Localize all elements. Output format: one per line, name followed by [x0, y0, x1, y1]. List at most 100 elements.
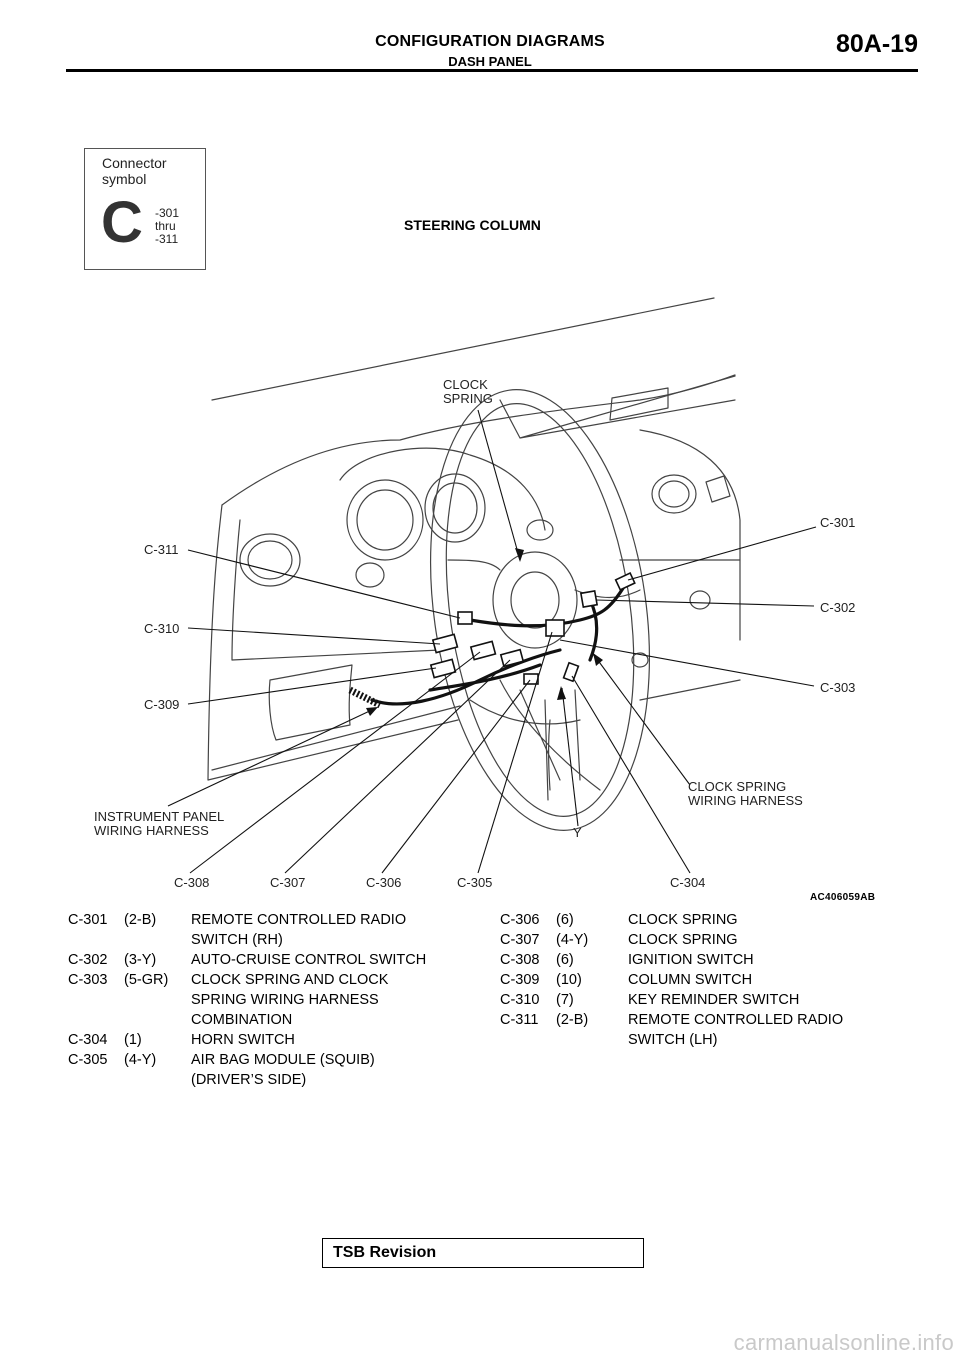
callout-clock-spring-line2: SPRING: [443, 391, 493, 406]
callout-c304: C-304: [670, 875, 706, 890]
callout-ip-harness-line1: INSTRUMENT PANEL: [94, 809, 225, 824]
center-display: [609, 387, 669, 421]
dash-right-panel: [639, 429, 741, 641]
legend-pins: (1): [124, 1032, 142, 1048]
legend-code: C-307: [500, 932, 540, 948]
legend-code: C-302: [68, 952, 108, 968]
legend-desc-cont: SWITCH (LH): [628, 1032, 718, 1048]
instrument-panel-harness: [348, 686, 382, 709]
header-section: DASH PANEL: [448, 54, 532, 69]
legend-desc-cont: SPRING WIRING HARNESS: [191, 992, 379, 1008]
left-air-vent-inner: [247, 540, 293, 580]
legend-desc-cont: (DRIVER’S SIDE): [191, 1072, 307, 1088]
callout-clock-spring-line1: CLOCK: [443, 377, 488, 392]
figure-title: STEERING COLUMN: [404, 217, 541, 233]
legend-row-c304: C-304 (1) HORN SWITCH: [68, 1030, 468, 1050]
legend-desc: HORN SWITCH: [191, 1032, 295, 1048]
legend-desc: KEY REMINDER SWITCH: [628, 992, 800, 1008]
connector-c301-block: [614, 572, 636, 591]
connector-symbol-label-line2: symbol: [102, 171, 147, 187]
legend-desc: CLOCK SPRING AND CLOCK: [191, 972, 389, 988]
connector-c310-block: [431, 633, 459, 654]
callout-c303: C-303: [820, 680, 856, 695]
legend-desc: IGNITION SWITCH: [628, 952, 754, 968]
column-cover: [469, 699, 581, 725]
legend-desc-cont: COMBINATION: [191, 1012, 293, 1028]
gauge-right: [424, 473, 486, 543]
harness-wire-upper: [468, 583, 627, 628]
legend-row-c310: C-310 (7) KEY REMINDER SWITCH: [500, 990, 920, 1010]
connector-c307-block: [499, 648, 525, 668]
connector-c302-block: [579, 589, 599, 609]
arrowhead-y: [557, 686, 566, 700]
steering-hub: [492, 551, 578, 649]
legend-code: C-305: [68, 1052, 108, 1068]
legend-desc: AIR BAG MODULE (SQUIB): [191, 1052, 375, 1068]
legend-code: C-303: [68, 972, 108, 988]
watermark: carmanualsonline.info: [733, 1330, 954, 1355]
leader-c305: [477, 631, 553, 874]
legend-row-c302: C-302 (3-Y) AUTO-CRUISE CONTROL SWITCH: [68, 950, 468, 970]
callout-c309: C-309: [144, 697, 180, 712]
steering-column-shaft: [499, 679, 601, 791]
callout-cs-harness-line1: CLOCK SPRING: [688, 779, 787, 794]
callout-c305: C-305: [457, 875, 493, 890]
right-air-vent-inner: [658, 480, 690, 508]
legend-row-c307: C-307 (4-Y) CLOCK SPRING: [500, 930, 920, 950]
connector-c309-block: [429, 658, 457, 679]
left-air-vent-outer: [239, 533, 301, 587]
callout-clock-spring-harness: CLOCK SPRING WIRING HARNESS: [688, 780, 803, 808]
center-console-line: [619, 559, 741, 701]
legend-code: C-310: [500, 992, 540, 1008]
callout-c308: C-308: [174, 875, 210, 890]
leader-ip-harness: [167, 707, 377, 807]
connector-c304-block: [562, 661, 580, 683]
legend-code: C-306: [500, 912, 540, 928]
callout-c301: C-301: [820, 515, 856, 530]
legend-desc: AUTO-CRUISE CONTROL SWITCH: [191, 952, 427, 968]
instrument-cluster-hood: [339, 447, 546, 531]
legend-pins: (6): [556, 912, 574, 928]
legend-code: C-311: [500, 1012, 539, 1028]
callout-c310: C-310: [144, 621, 180, 636]
dash-inner-panel: [231, 519, 441, 661]
leader-c311: [187, 549, 461, 619]
legend-pins: (2-B): [556, 1012, 589, 1028]
leader-c310: [187, 627, 441, 645]
connector-range-from: -301: [155, 206, 180, 220]
leader-c302: [595, 599, 815, 607]
leader-c304: [571, 675, 691, 874]
callout-c307: C-307: [270, 875, 306, 890]
legend-row-c305: C-305 (4-Y) AIR BAG MODULE (SQUIB) (DRIV…: [68, 1050, 468, 1090]
arrowhead-ip-harness: [366, 707, 378, 716]
callout-c302: C-302: [820, 600, 856, 615]
header-title: CONFIGURATION DIAGRAMS: [375, 33, 605, 50]
right-knob-2: [631, 652, 649, 668]
lower-column: [544, 689, 581, 801]
right-knob: [689, 590, 711, 610]
callout-ip-harness: INSTRUMENT PANEL WIRING HARNESS: [94, 810, 224, 838]
callout-ip-harness-line2: WIRING HARNESS: [94, 823, 209, 838]
header-rule: [66, 69, 918, 72]
leader-c306: [381, 679, 531, 874]
right-switch: [705, 475, 731, 503]
leader-cs-harness: [593, 654, 691, 786]
dash-lower-line: [211, 705, 461, 771]
legend-code: C-308: [500, 952, 540, 968]
legend-row-c308: C-308 (6) IGNITION SWITCH: [500, 950, 920, 970]
steering-wheel-outer: [429, 389, 651, 831]
legend-pins: (2-B): [124, 912, 157, 928]
connector-c311-block: [457, 611, 473, 625]
legend-pins: (6): [556, 952, 574, 968]
leader-c309: [187, 667, 437, 705]
legend-code: C-301: [68, 912, 108, 928]
connector-range-to: -311: [155, 232, 179, 246]
legend-desc-cont: SWITCH (RH): [191, 932, 283, 948]
legend-pins: (5-GR): [124, 972, 169, 988]
legend-desc: REMOTE CONTROLLED RADIO: [191, 912, 407, 928]
arrowhead-clock-spring: [515, 548, 524, 562]
gauge-small: [355, 562, 385, 588]
legend-pins: (4-Y): [556, 932, 589, 948]
right-air-vent-outer: [651, 474, 697, 514]
tsb-revision-box: TSB Revision: [322, 1238, 644, 1268]
